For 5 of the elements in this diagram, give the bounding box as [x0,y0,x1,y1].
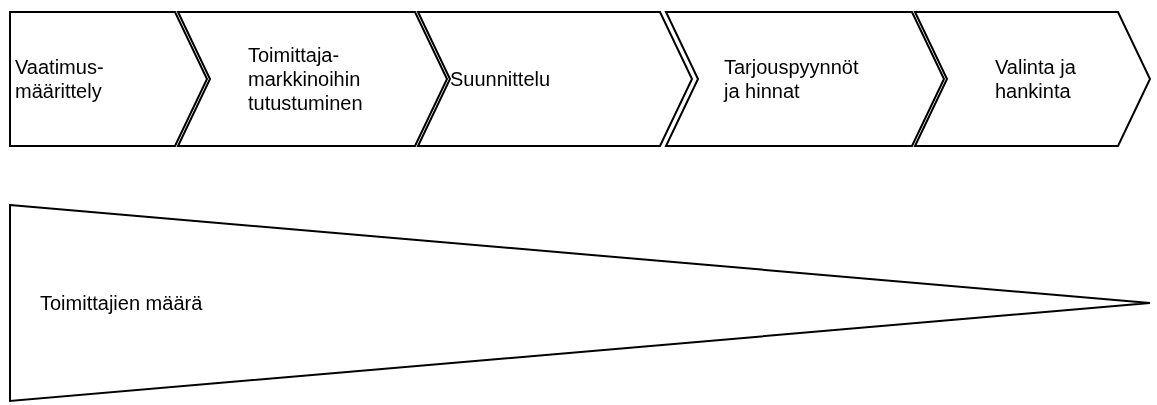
step-label: Tarjouspyynnöt ja hinnat [724,55,860,103]
step-label: Valinta ja hankinta [995,55,1077,103]
step-label: Vaatimus- määrittely [15,55,105,103]
wedge-label: Toimittajien määrä [40,292,203,314]
step-label: Suunnittelu [450,67,551,91]
